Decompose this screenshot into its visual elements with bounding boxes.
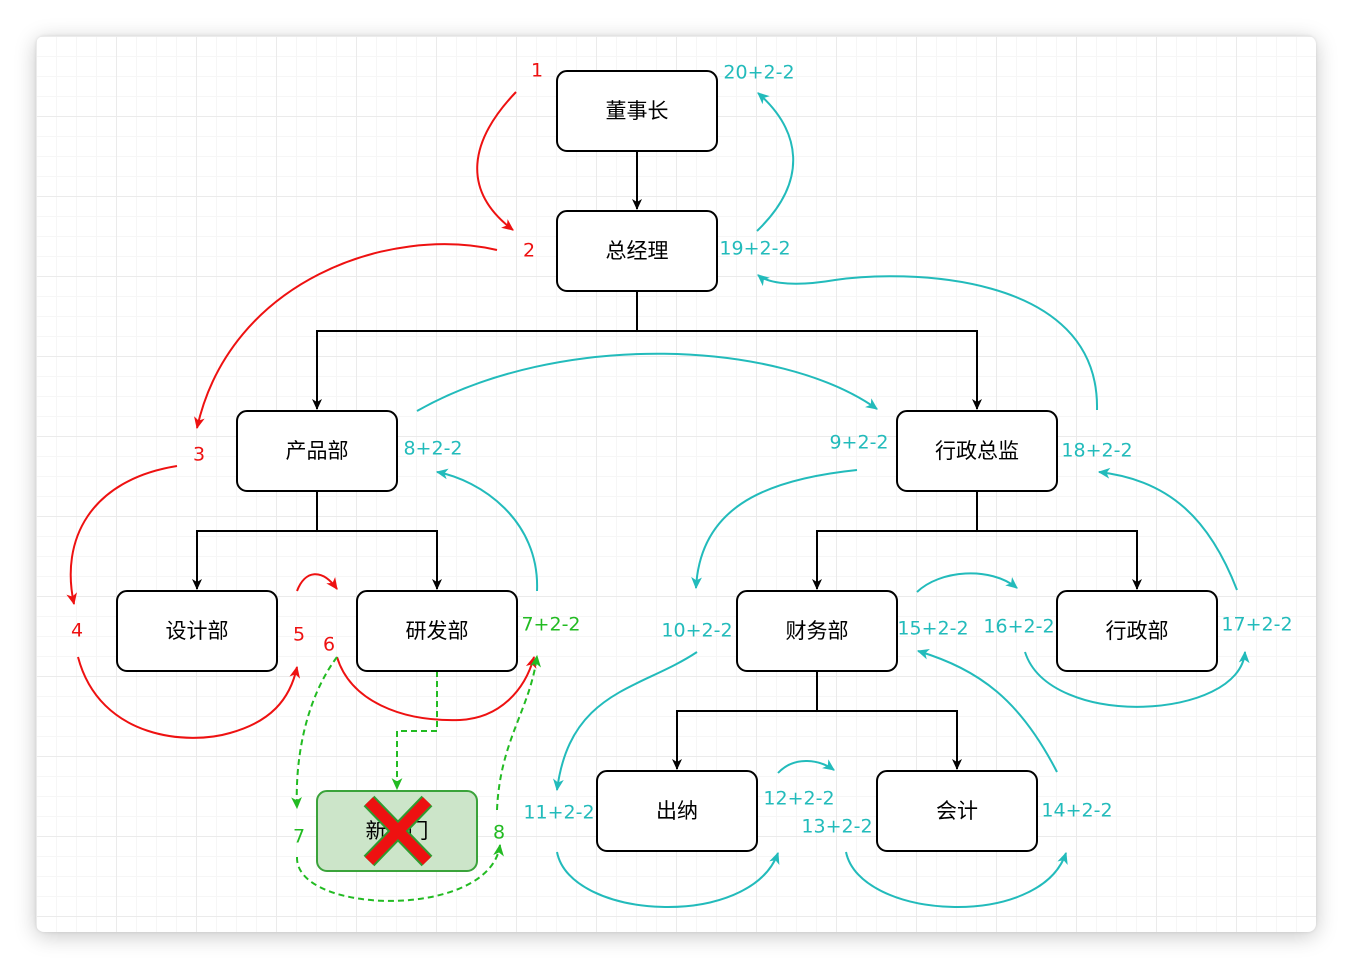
- label-red-1: 1: [531, 60, 543, 82]
- node-admin-director[interactable]: 行政总监: [896, 410, 1058, 492]
- teal-arrow-14pp-15pp: [916, 648, 1058, 773]
- tree-connectors: [192, 151, 1142, 770]
- node-product-dept-label: 产品部: [286, 439, 349, 463]
- red-arrow-6-7pp: [336, 655, 537, 722]
- teal-arrow-17pp-18pp: [1097, 467, 1238, 591]
- red-arrow-2-3: [194, 243, 498, 430]
- node-design-dept-label: 设计部: [166, 619, 229, 643]
- label-red-4: 4: [71, 620, 83, 642]
- label-teal-14pp: 14+2-2: [1041, 800, 1112, 822]
- teal-arrow-19pp-20pp: [756, 92, 795, 232]
- label-teal-19pp: 19+2-2: [719, 238, 790, 260]
- label-teal-13pp: 13+2-2: [801, 816, 872, 838]
- node-accountant-label: 会计: [936, 799, 978, 823]
- node-admin-director-label: 行政总监: [935, 439, 1019, 463]
- teal-arrow-16pp-17pp: [1024, 650, 1250, 708]
- red-arrow-3-4: [66, 465, 178, 606]
- node-accountant[interactable]: 会计: [876, 770, 1038, 852]
- label-teal-9pp: 9+2-2: [829, 432, 888, 454]
- label-red-3: 3: [193, 444, 205, 466]
- node-admin-dept[interactable]: 行政部: [1056, 590, 1218, 672]
- edge-rd-new-dept-dashed: [391, 671, 438, 791]
- label-teal-16pp: 16+2-2: [983, 616, 1054, 638]
- teal-arrow-8pp-9pp: [416, 352, 878, 412]
- green-arrow-8-7pp: [496, 654, 541, 811]
- label-green-7pp: 7+2-2: [521, 614, 580, 636]
- node-chairman-label: 董事长: [606, 99, 669, 123]
- node-finance-dept[interactable]: 财务部: [736, 590, 898, 672]
- node-chairman[interactable]: 董事长: [556, 70, 718, 152]
- node-design-dept[interactable]: 设计部: [116, 590, 278, 672]
- teal-arrow-12pp-13pp: [777, 759, 835, 774]
- red-arrow-1-2: [476, 91, 517, 231]
- teal-arrow-15pp-16pp: [916, 572, 1018, 593]
- node-finance-dept-label: 财务部: [786, 619, 849, 643]
- edge-product-design: [192, 491, 318, 590]
- label-red-6: 6: [323, 634, 335, 656]
- node-product-dept[interactable]: 产品部: [236, 410, 398, 492]
- traversal-labels: 1 2 3 4 5 6 7 8 7+2-2 8+2-2 9+2-2 10+2-2…: [71, 60, 1293, 848]
- teal-arrow-18pp-19pp: [757, 274, 1099, 411]
- label-teal-17pp: 17+2-2: [1221, 614, 1292, 636]
- node-new-dept[interactable]: 新部门: [316, 790, 478, 872]
- teal-arrow-13pp-14pp: [845, 851, 1068, 908]
- edge-finance-accountant: [817, 710, 962, 770]
- red-arrow-4-5: [77, 656, 301, 739]
- green-arrow-7-8: [295, 843, 504, 902]
- edge-product-rd: [317, 530, 442, 590]
- teal-arrow-11pp-12pp: [556, 851, 780, 908]
- label-green-7: 7: [293, 826, 305, 848]
- nodes: 董事长 总经理 产品部 行政总监 设计部 研发部 财务部 行政部: [116, 70, 1218, 872]
- teal-arrow-10pp-11pp: [553, 651, 698, 792]
- green-arrow-6-7: [291, 656, 338, 810]
- label-teal-10pp: 10+2-2: [661, 620, 732, 642]
- label-teal-18pp: 18+2-2: [1061, 440, 1132, 462]
- node-rd-dept[interactable]: 研发部: [356, 590, 518, 672]
- label-teal-12pp: 12+2-2: [763, 788, 834, 810]
- label-teal-20pp: 20+2-2: [723, 62, 794, 84]
- teal-arrow-9pp-10pp: [691, 469, 858, 590]
- green-traversal-arrows: [291, 654, 541, 902]
- edge-gm-admin-director: [637, 330, 982, 410]
- label-teal-8pp: 8+2-2: [403, 438, 462, 460]
- delete-cross-icon: [363, 795, 433, 867]
- edge-admindir-finance: [812, 491, 978, 590]
- edge-admindir-admin: [977, 530, 1142, 590]
- label-green-8: 8: [493, 822, 505, 844]
- label-teal-11pp: 11+2-2: [523, 802, 594, 824]
- red-traversal-arrows: [66, 91, 537, 739]
- node-cashier[interactable]: 出纳: [596, 770, 758, 852]
- node-general-manager-label: 总经理: [606, 239, 669, 263]
- label-red-5: 5: [293, 624, 305, 646]
- label-teal-15pp: 15+2-2: [897, 618, 968, 640]
- node-general-manager[interactable]: 总经理: [556, 210, 718, 292]
- edge-gm-product: [312, 291, 638, 410]
- edge-finance-cashier: [672, 671, 818, 770]
- diagram-canvas: 董事长 总经理 产品部 行政总监 设计部 研发部 财务部 行政部: [36, 36, 1316, 932]
- label-red-2: 2: [523, 240, 535, 262]
- teal-traversal-arrows: [416, 92, 1250, 908]
- red-arrow-5-6: [296, 573, 338, 592]
- node-admin-dept-label: 行政部: [1106, 619, 1169, 643]
- org-chart-diagram: 董事长 总经理 产品部 行政总监 设计部 研发部 财务部 行政部: [66, 60, 1293, 908]
- node-cashier-label: 出纳: [656, 799, 698, 823]
- teal-arrow-7pp-8pp: [435, 468, 539, 592]
- node-rd-dept-label: 研发部: [406, 619, 469, 643]
